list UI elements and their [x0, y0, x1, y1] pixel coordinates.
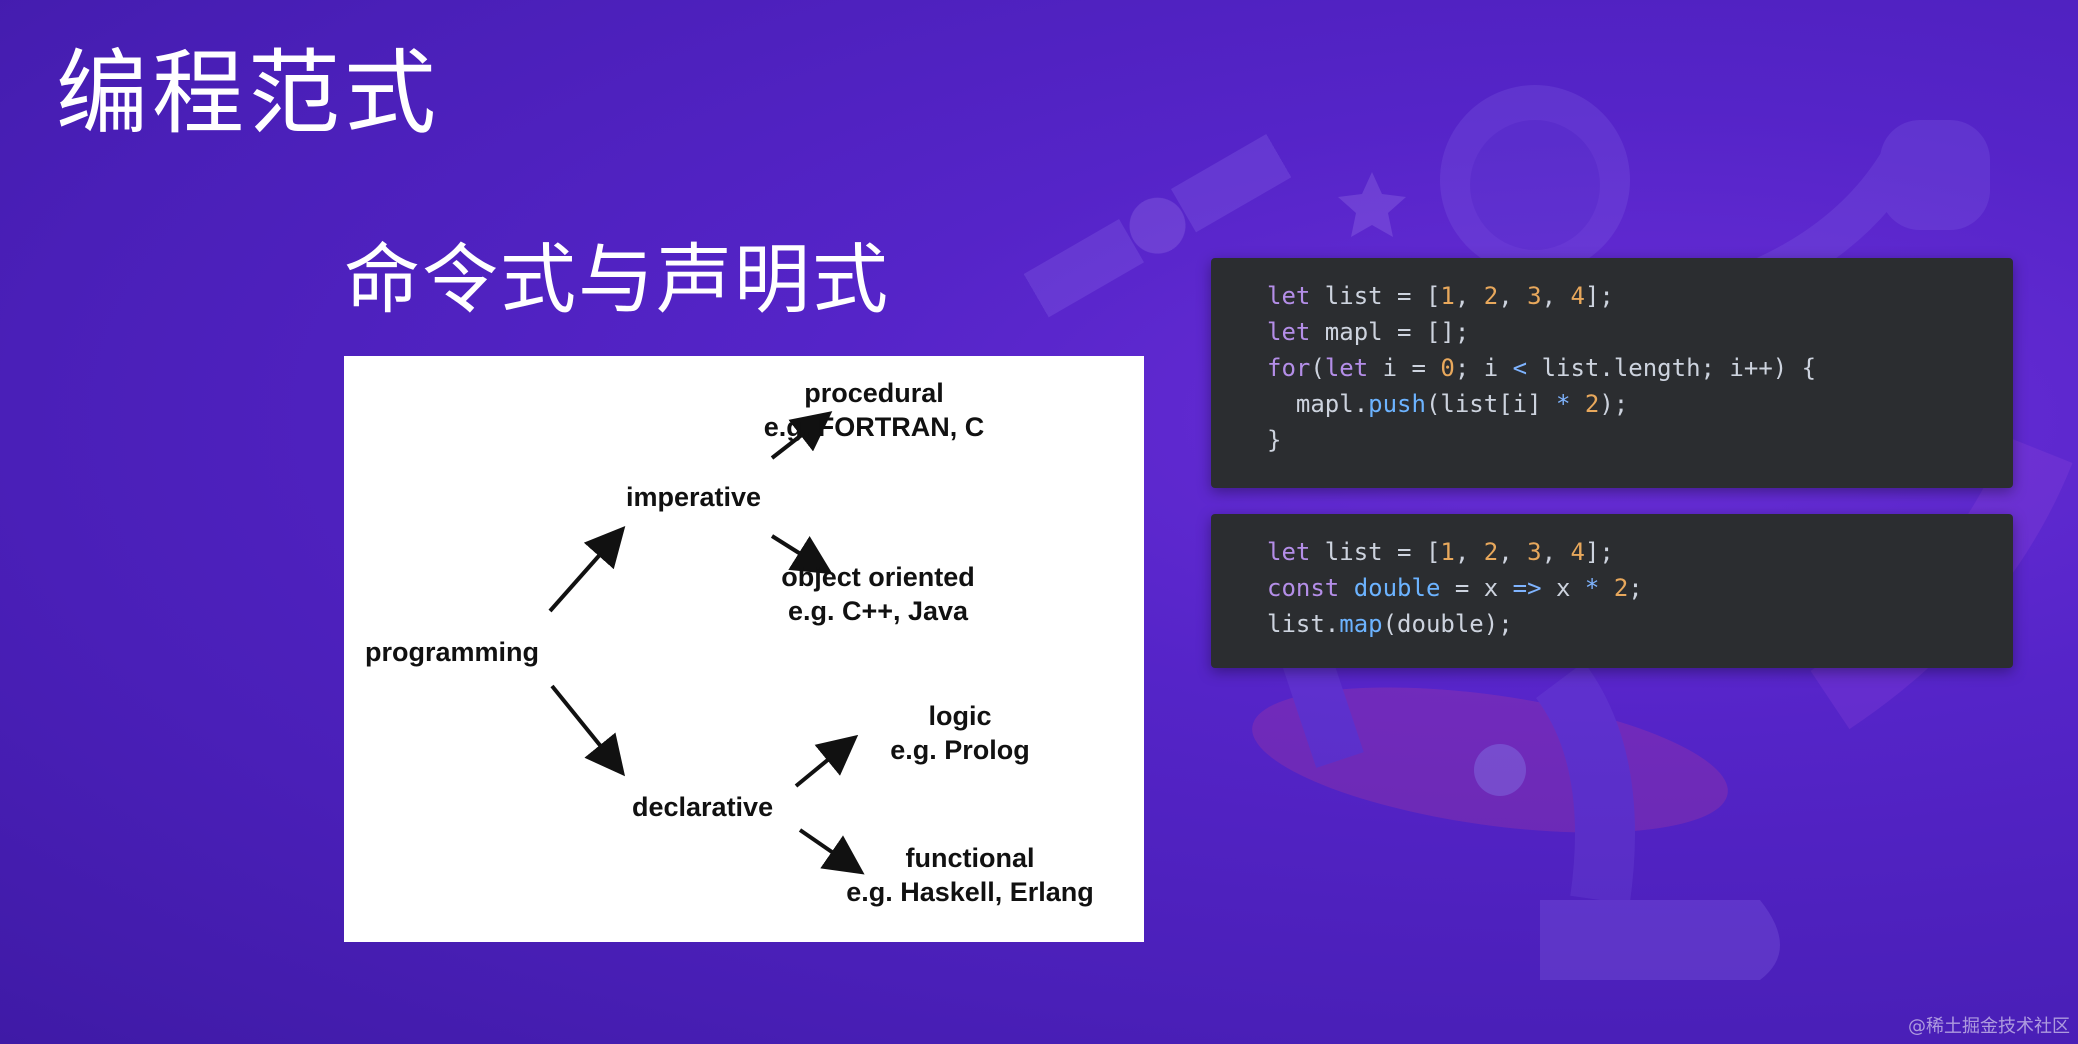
- code-token: = x: [1440, 574, 1513, 602]
- code-token: list = [: [1310, 538, 1441, 566]
- code-line: }: [1267, 422, 2013, 458]
- code-line: const double = x => x * 2;: [1267, 570, 2013, 606]
- node-imperative: imperative: [626, 482, 761, 512]
- watermark: @稀土掘金技术社区: [1908, 1016, 2070, 1037]
- code-token: list.length; i++) {: [1527, 354, 1817, 382]
- code-token: 4: [1570, 282, 1585, 310]
- code-token: 2: [1483, 538, 1499, 566]
- code-token: 1: [1440, 282, 1455, 310]
- node-declarative: declarative: [632, 792, 773, 822]
- arrow-declarative-logic: [794, 734, 859, 788]
- node-logic-example: e.g. Prolog: [890, 735, 1030, 765]
- code-token: 4: [1570, 538, 1585, 566]
- code-token: let: [1267, 318, 1311, 346]
- node-procedural-example: e.g. FORTRAN, C: [764, 412, 985, 442]
- code-token: 2: [1613, 574, 1629, 602]
- slide-title: 编程范式: [56, 40, 441, 147]
- code-token: ];: [1584, 538, 1614, 566]
- code-token: ,: [1541, 538, 1571, 566]
- code-token: mapl.: [1267, 390, 1369, 418]
- code-token: for: [1267, 354, 1311, 382]
- code-token: *: [1584, 574, 1600, 602]
- code-token: (: [1310, 354, 1325, 382]
- code-token: mapl = [];: [1310, 318, 1470, 346]
- code-token: let: [1267, 282, 1311, 310]
- code-token: list = [: [1310, 282, 1441, 310]
- arrow-imperative-procedural: [770, 411, 833, 460]
- code-token: let: [1324, 354, 1369, 382]
- code-token: 3: [1527, 282, 1542, 310]
- code-token: ,: [1541, 282, 1571, 310]
- code-token: [1339, 574, 1353, 602]
- node-procedural: procedural: [804, 378, 944, 408]
- code-token: ,: [1498, 282, 1528, 310]
- code-line: let mapl = [];: [1267, 314, 2013, 350]
- code-token: push: [1368, 390, 1426, 418]
- code-token: (double);: [1382, 610, 1513, 638]
- code-token: map: [1339, 610, 1383, 638]
- arrow-declarative-functional: [798, 828, 865, 875]
- code-token: 1: [1440, 538, 1455, 566]
- code-token: [1570, 390, 1584, 418]
- code-token: =>: [1512, 574, 1542, 602]
- code-token: (list[i]: [1425, 390, 1556, 418]
- node-functional-example: e.g. Haskell, Erlang: [846, 877, 1094, 907]
- code-token: i =: [1368, 354, 1441, 382]
- node-object-oriented: object oriented: [781, 562, 975, 592]
- section-subtitle: 命令式与声明式: [344, 235, 890, 324]
- code-line: mapl.push(list[i] * 2);: [1267, 386, 2013, 422]
- code-token: let: [1267, 538, 1311, 566]
- code-token: x: [1541, 574, 1585, 602]
- node-object-oriented-example: e.g. C++, Java: [788, 596, 969, 626]
- code-token: ,: [1498, 538, 1528, 566]
- code-token: );: [1599, 390, 1629, 418]
- node-logic: logic: [928, 701, 991, 731]
- code-token: ;: [1628, 574, 1643, 602]
- code-line: let list = [1, 2, 3, 4];: [1267, 278, 2013, 314]
- code-token: 2: [1584, 390, 1600, 418]
- code-line: let list = [1, 2, 3, 4];: [1267, 534, 2013, 570]
- node-programming: programming: [365, 637, 539, 667]
- code-token: 2: [1483, 282, 1499, 310]
- code-line: list.map(double);: [1267, 606, 2013, 642]
- arrow-programming-imperative: [548, 526, 626, 613]
- declarative-code-panel: let list = [1, 2, 3, 4];const double = x…: [1211, 514, 2013, 668]
- code-token: <: [1512, 354, 1528, 382]
- code-token: ,: [1454, 538, 1484, 566]
- code-token: 0: [1440, 354, 1455, 382]
- arrow-imperative-object-oriented: [770, 534, 833, 575]
- arrow-programming-declarative: [550, 684, 626, 777]
- code-token: double: [1353, 574, 1441, 602]
- code-token: ; i: [1454, 354, 1513, 382]
- code-token: }: [1267, 426, 1282, 454]
- code-token: 3: [1527, 538, 1542, 566]
- code-token: *: [1556, 390, 1571, 418]
- code-token: const: [1267, 574, 1340, 602]
- code-token: ,: [1454, 282, 1484, 310]
- code-token: list.: [1267, 610, 1340, 638]
- code-token: [1599, 574, 1613, 602]
- imperative-code-panel: let list = [1, 2, 3, 4];let mapl = [];fo…: [1211, 258, 2013, 488]
- paradigm-diagram: programming imperative declarative proce…: [344, 356, 1144, 942]
- code-token: ];: [1584, 282, 1614, 310]
- node-functional: functional: [906, 843, 1035, 873]
- code-line: for(let i = 0; i < list.length; i++) {: [1267, 350, 2013, 386]
